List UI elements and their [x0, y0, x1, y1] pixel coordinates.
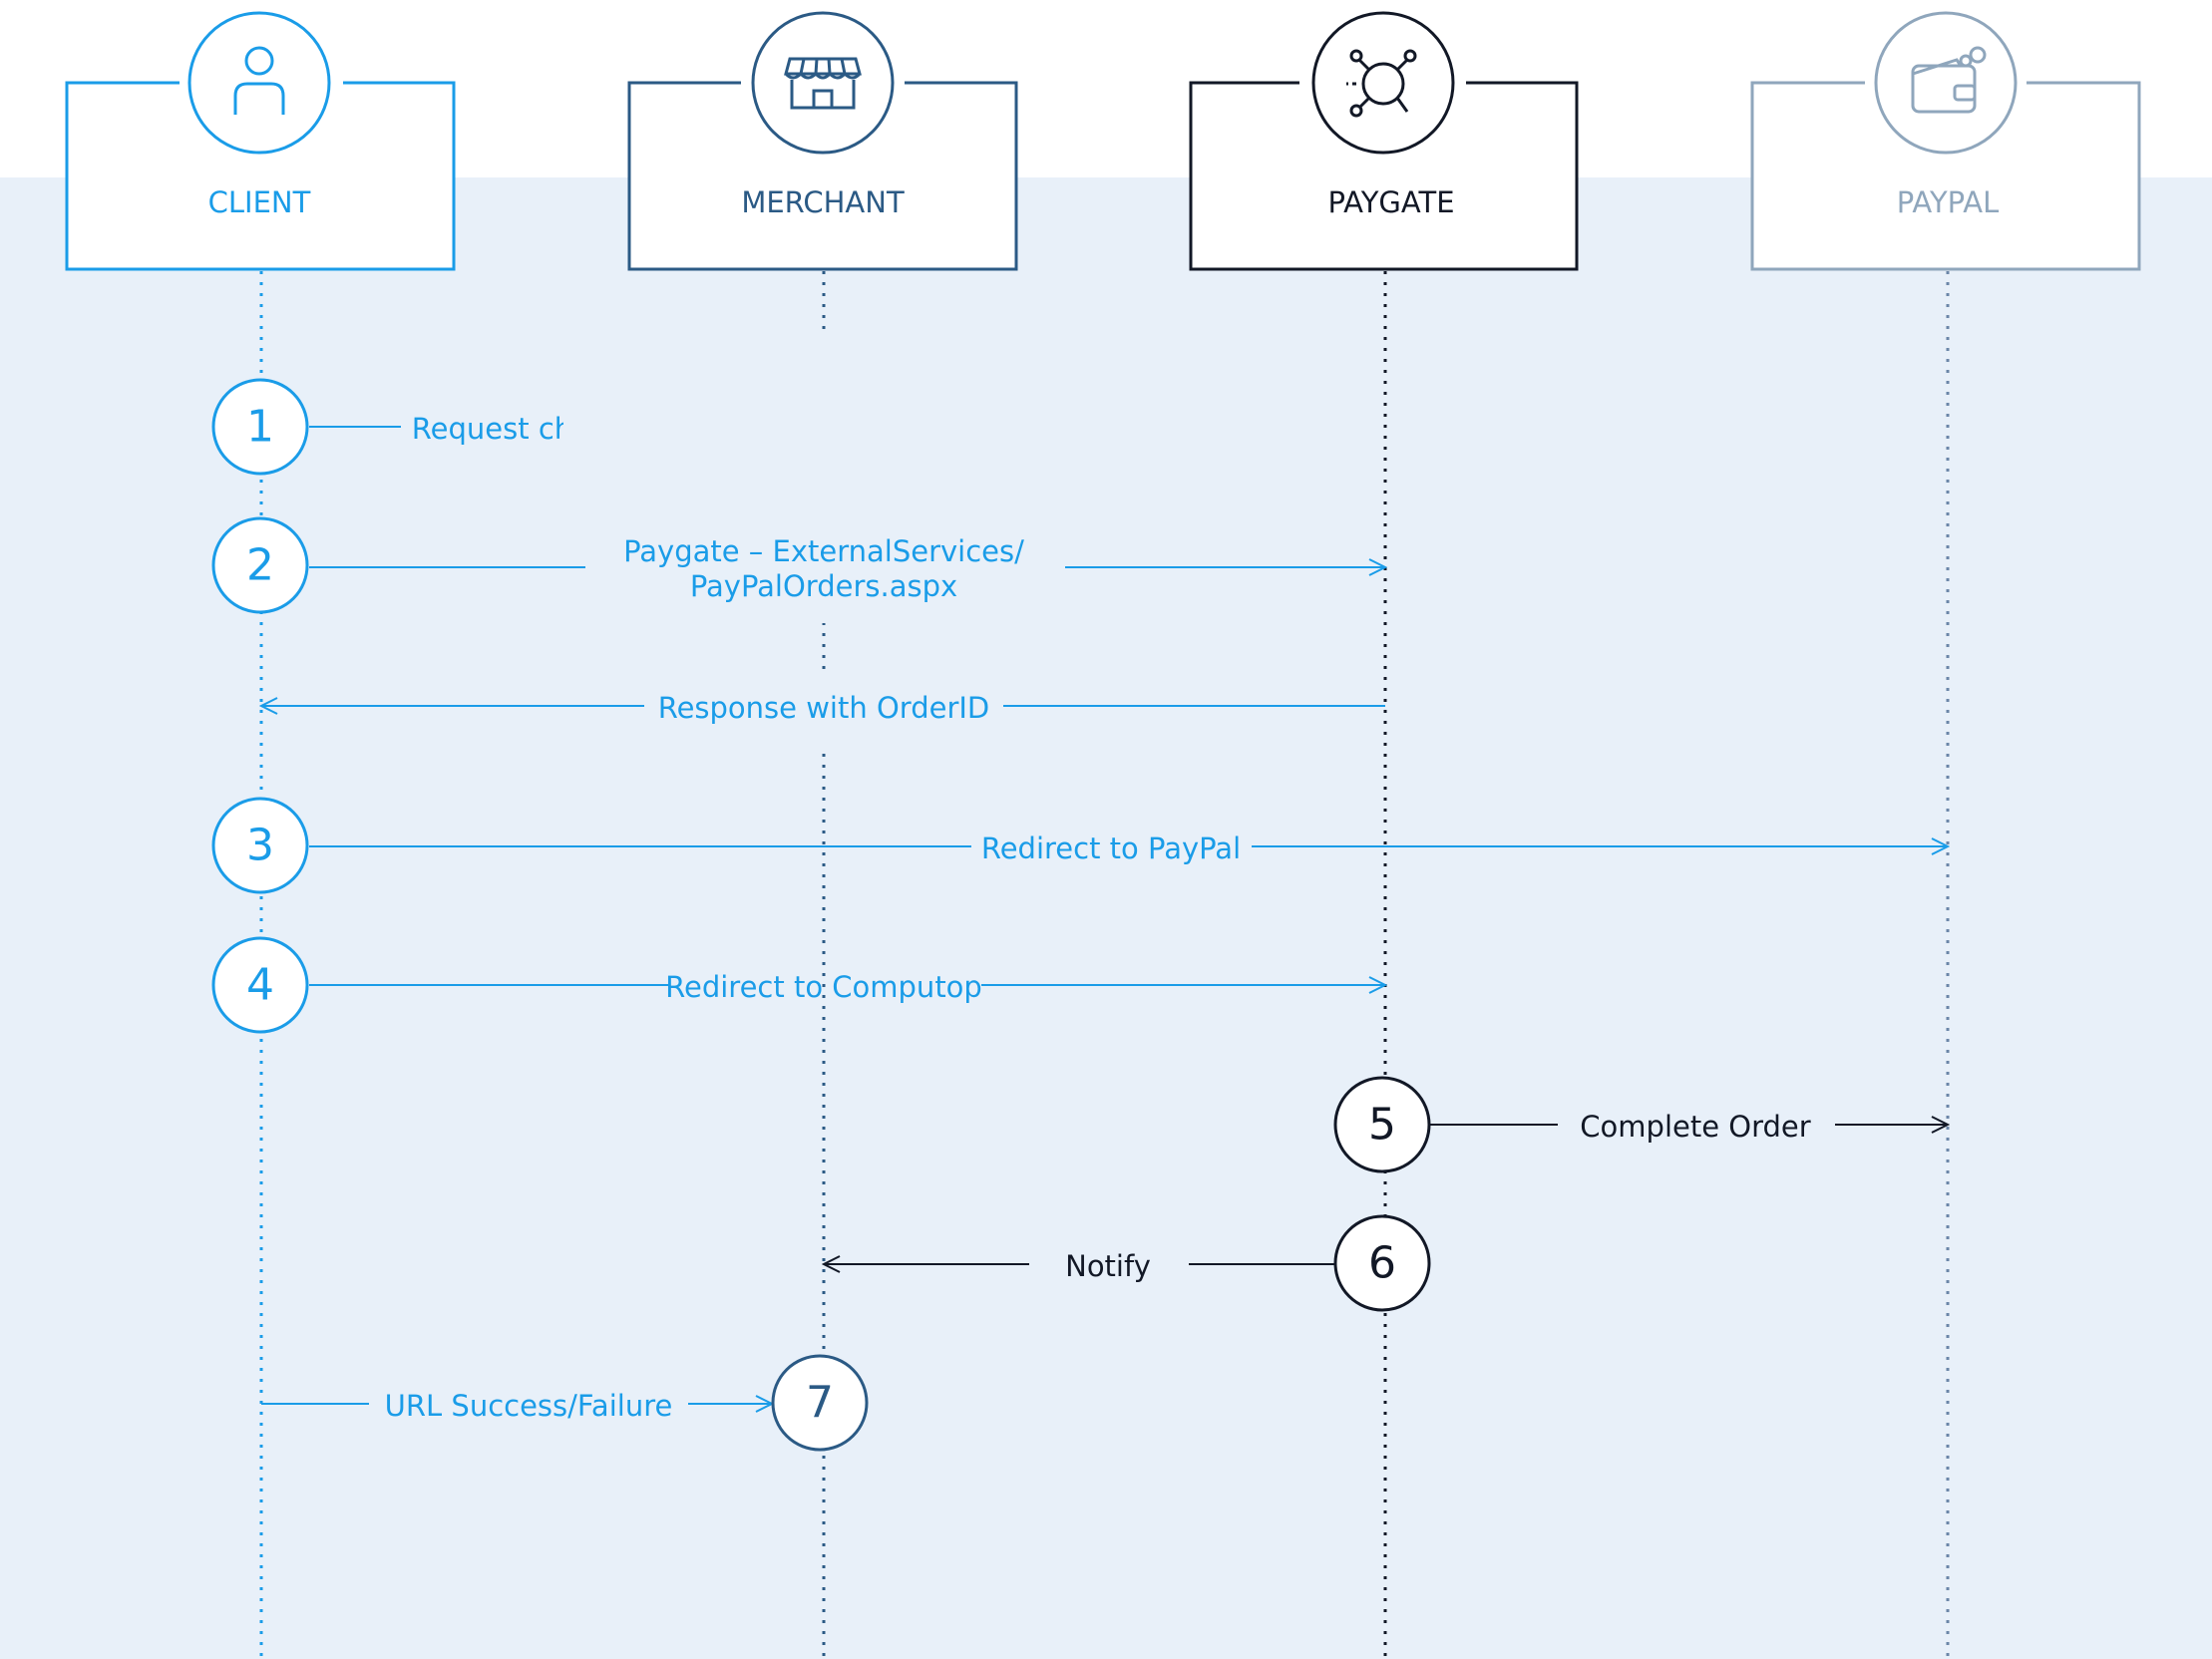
step-marker-4: 4: [211, 936, 309, 1034]
message-label: URL Success/Failure: [385, 1389, 673, 1423]
message-redirect-computop: Redirect to Computop: [309, 970, 1385, 1004]
message-label: Response with OrderID: [658, 691, 990, 725]
svg-text:4: 4: [246, 960, 274, 1011]
participant-client: CLIENT: [65, 11, 456, 271]
participant-paygate: PAYGATE: [1189, 11, 1579, 271]
message-label: Redirect to Computop: [665, 970, 982, 1004]
step-marker-2: 2: [211, 516, 309, 614]
participant-label-paypal: PAYPAL: [1897, 185, 2000, 219]
store-icon: [784, 57, 862, 110]
svg-text:5: 5: [1368, 1100, 1396, 1151]
message-complete-order: Complete Order: [1430, 1110, 1948, 1144]
message-label: PayPalOrders.aspx: [690, 569, 957, 603]
network-hub-icon: [1346, 49, 1417, 118]
person-icon: [233, 46, 285, 115]
participant-label-merchant: MERCHANT: [741, 185, 905, 219]
svg-text:2: 2: [246, 540, 274, 591]
message-url-success-failure: URL Success/Failure: [261, 1389, 772, 1423]
participant-label-client: CLIENT: [208, 185, 311, 219]
message-label: Notify: [1065, 1249, 1151, 1283]
message-notify: Notify: [824, 1249, 1336, 1283]
participant-paypal: PAYPAL: [1750, 11, 2141, 271]
message-paypal-orders: Paygate – ExternalServices/ PayPalOrders…: [309, 329, 1385, 623]
message-label: Complete Order: [1580, 1110, 1810, 1144]
background-band: [0, 177, 2212, 1659]
svg-text:6: 6: [1368, 1238, 1396, 1289]
wallet-icon: [1911, 46, 1987, 114]
svg-text:1: 1: [246, 402, 274, 453]
message-redirect-paypal: Redirect to PayPal: [309, 831, 1948, 865]
step-marker-5: 5: [1333, 1076, 1431, 1173]
message-label: Paygate – ExternalServices/: [623, 534, 1024, 568]
svg-text:3: 3: [246, 821, 274, 871]
participant-label-paygate: PAYGATE: [1327, 185, 1454, 219]
message-response-orderid: Response with OrderID: [261, 676, 1385, 750]
svg-text:7: 7: [806, 1378, 834, 1429]
participant-merchant: MERCHANT: [627, 11, 1018, 271]
step-marker-7: 7: [771, 1354, 869, 1452]
step-marker-3: 3: [211, 797, 309, 894]
message-label: Redirect to PayPal: [981, 831, 1241, 865]
step-marker-1: 1: [211, 378, 309, 476]
step-marker-6: 6: [1333, 1214, 1431, 1312]
